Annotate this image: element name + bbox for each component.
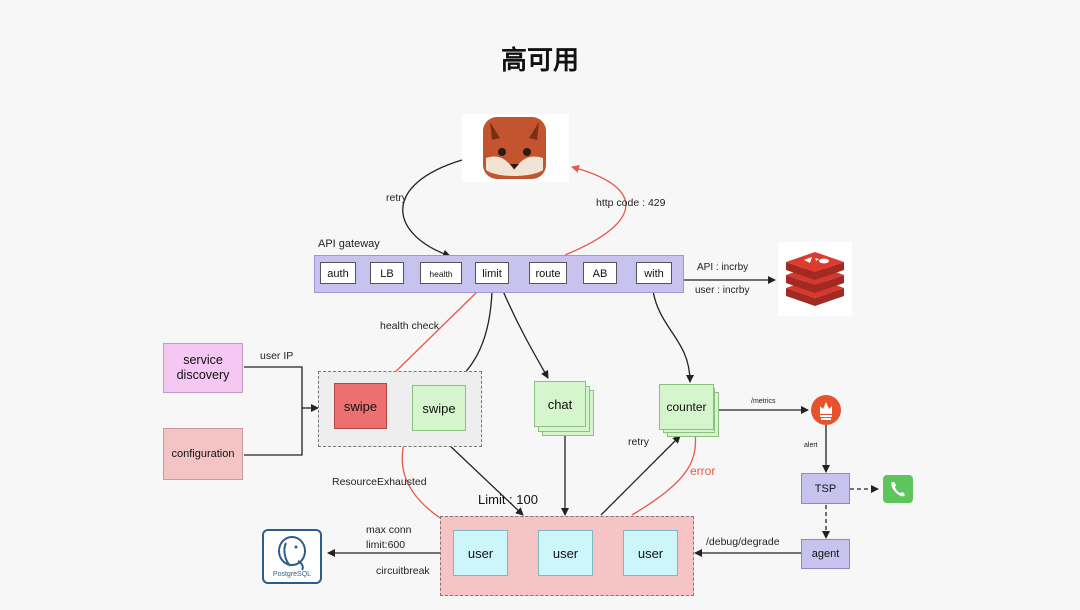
gateway-module-with[interactable]: with — [636, 262, 672, 284]
configuration-node[interactable]: configuration — [163, 428, 243, 480]
redis-card — [778, 242, 852, 316]
phone-icon — [891, 482, 905, 497]
swipe-failed-node[interactable]: swipe — [334, 383, 387, 429]
chat-node[interactable]: chat — [534, 381, 586, 427]
agent-node[interactable]: agent — [801, 539, 850, 569]
alert-label: alert — [804, 442, 818, 449]
swipe-node[interactable]: swipe — [412, 385, 466, 431]
debug-degrade-label: /debug/degrade — [706, 536, 780, 548]
edge-limit-chat — [502, 290, 549, 379]
edge-user-ip — [244, 366, 303, 456]
edge-health-check — [384, 290, 479, 383]
limit-600-label: limit:600 — [366, 539, 406, 551]
circuitbreak-label: circuitbreak — [376, 565, 430, 577]
gateway-module-limit[interactable]: limit — [475, 262, 509, 284]
postgresql-elephant-icon — [278, 536, 306, 571]
service-discovery-node[interactable]: service discovery — [163, 343, 243, 393]
resource-exhausted-label: ResourceExhausted — [332, 476, 427, 488]
page-title: 高可用 — [500, 46, 579, 76]
http-code-label: http code : 429 — [596, 197, 666, 209]
phone-node[interactable] — [883, 475, 913, 503]
api-gateway-label: API gateway — [318, 238, 380, 250]
app-card — [462, 114, 569, 182]
user-node-1[interactable]: user — [453, 530, 508, 576]
counter-node[interactable]: counter — [659, 384, 714, 430]
edge-retry-app — [402, 159, 463, 258]
error-label: error — [690, 464, 716, 478]
api-incrby-label: API : incrby — [697, 262, 749, 273]
prometheus-node[interactable] — [810, 394, 842, 426]
user-node-2[interactable]: user — [538, 530, 593, 576]
fox-app-icon — [483, 117, 546, 179]
edge-http-429 — [564, 164, 627, 256]
retry-counter-label: retry — [628, 436, 649, 448]
edge-swipe-pool — [446, 442, 524, 516]
limit-label: Limit : 100 — [478, 492, 538, 507]
max-conn-label: max conn — [366, 524, 412, 536]
user-node-3[interactable]: user — [623, 530, 678, 576]
postgresql-label: PostgreSQL — [272, 571, 312, 578]
gateway-module-lb[interactable]: LB — [370, 262, 404, 284]
redis-icon — [786, 252, 844, 306]
health-check-label: health check — [380, 320, 439, 332]
gateway-module-auth[interactable]: auth — [320, 262, 356, 284]
edge-with-counter — [652, 290, 694, 383]
gateway-module-ab[interactable]: AB — [583, 262, 617, 284]
metrics-label: /metrics — [751, 398, 776, 405]
gateway-module-health[interactable]: health — [420, 262, 462, 284]
gateway-module-route[interactable]: route — [529, 262, 567, 284]
user-ip-label: user IP — [260, 350, 294, 362]
retry-app-label: retry — [386, 192, 407, 204]
user-incrby-label: user : incrby — [695, 285, 750, 296]
tsp-node[interactable]: TSP — [801, 473, 850, 504]
edge-limit-swipe — [454, 290, 493, 384]
prometheus-icon — [811, 395, 841, 425]
edge-retry-counter — [600, 435, 681, 516]
postgresql-node[interactable]: PostgreSQL — [262, 529, 322, 584]
